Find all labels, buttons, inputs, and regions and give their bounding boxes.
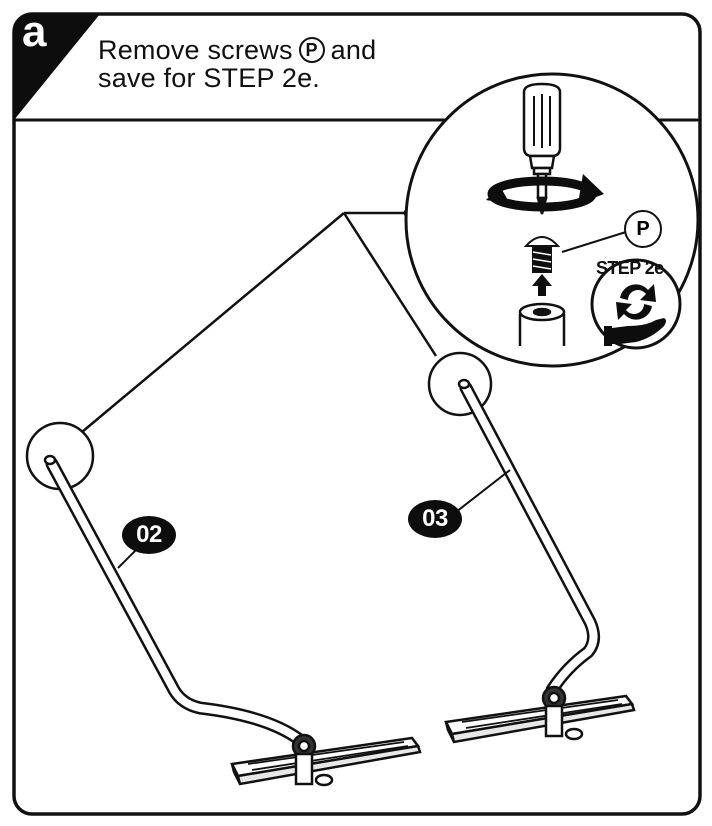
foot-03: [444, 685, 636, 744]
recycle-arrows: [616, 284, 656, 320]
foot-02: [230, 733, 422, 787]
leg-02: [43, 454, 307, 747]
step-tab: [14, 14, 100, 120]
up-arrow-icon: [532, 274, 552, 296]
tube-end: [518, 302, 566, 346]
magnify-circle-right: [427, 351, 493, 417]
part-badge-02: 02: [122, 516, 176, 554]
part-badge-03: 03: [408, 500, 462, 538]
leg-03: [457, 378, 600, 697]
hand-icon: [604, 318, 666, 346]
screw-p: [523, 236, 561, 273]
instruction-part1: Remove screws: [98, 35, 293, 65]
callout-line-03: [455, 469, 511, 513]
step-reference: STEP 2e: [596, 258, 664, 278]
instruction-text: Remove screws P and save for STEP 2e.: [98, 36, 376, 92]
screw-label-callout: P: [624, 210, 662, 248]
step-letter: a: [22, 7, 47, 56]
screw-callout-line: [561, 231, 627, 253]
rotate-counterclockwise-icon: [486, 174, 604, 212]
screwdriver-icon: [522, 82, 562, 215]
leader-lines: [81, 211, 438, 433]
instruction-part2: and: [330, 35, 377, 65]
screw-label-inline: P: [298, 37, 325, 63]
instruction-line2: save for STEP 2e.: [98, 63, 321, 93]
